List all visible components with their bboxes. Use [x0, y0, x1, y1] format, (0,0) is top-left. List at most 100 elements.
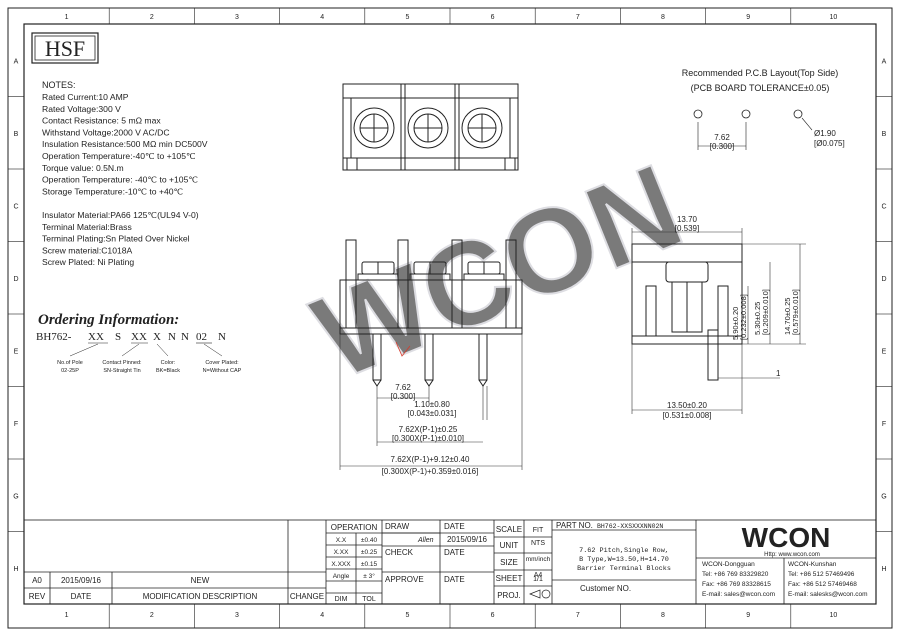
grid-col-top: 9 [746, 14, 750, 21]
screw-outer [353, 107, 395, 149]
pcb-pitch-in: [0.300] [710, 142, 734, 151]
note-line: Terminal Plating:Sn Plated Over Nickel [42, 234, 190, 244]
note-line: Rated Voltage:300 V [42, 104, 121, 114]
tol-value: ± 3° [363, 572, 375, 580]
grid-row-left: C [13, 203, 18, 210]
grid-col-bottom: 3 [235, 612, 239, 619]
pin-dim-in: [0.043±0.031] [408, 409, 457, 418]
scale-label: SCALE [496, 525, 522, 534]
grid-row-left: G [13, 493, 18, 500]
top-width-in: [0.539] [675, 224, 699, 233]
fit-label: FIT [533, 527, 544, 534]
pcb-holes [693, 109, 813, 150]
grid-col-bottom: 6 [491, 612, 495, 619]
unit-value: mm/inch [526, 556, 551, 563]
rev-label: REV [29, 592, 46, 601]
note-line: Withstand Voltage:2000 V AC/DC [42, 127, 170, 137]
check-date-label: DATE [444, 548, 465, 557]
h3-dim-in: [0.232±0.008] [739, 294, 748, 340]
order-code-part: N [168, 331, 176, 343]
tol-key: Angle [333, 573, 350, 580]
legend-sub: SN-Straight Tin [103, 368, 140, 374]
legend-sub: BK=Black [156, 368, 180, 374]
note-line: Operation Temperature:-40℃ to +105℃ [42, 151, 196, 161]
part-no: BH762-XXSXXXNN02N [597, 523, 663, 530]
tol-key: X.XX [334, 549, 349, 556]
note-line: Contact Resistance: 5 mΩ max [42, 116, 161, 126]
rev-value: A0 [32, 576, 42, 585]
grid-row-right: F [882, 421, 886, 428]
grid-row-left: A [14, 58, 19, 65]
date-label: DATE [71, 592, 92, 601]
grid-col-top: 5 [405, 14, 409, 21]
note-line: Storage Temperature:-10℃ to +40℃ [42, 186, 184, 196]
h2-dim: 14.70±0.25 [783, 298, 792, 335]
grid-col-bottom: 9 [746, 612, 750, 619]
grid-col-top: 1 [65, 14, 69, 21]
tol-value: ±0.25 [361, 549, 378, 556]
grid-col-top: 8 [661, 14, 665, 21]
order-code-part: X [153, 331, 161, 343]
tol-label: TOL [362, 596, 376, 603]
ordering-title: Ordering Information: [38, 312, 179, 328]
proj-label: PROJ. [497, 591, 521, 600]
base-width-in: [0.531±0.008] [663, 411, 712, 420]
dg-name: WCON-Dongguan [702, 561, 755, 568]
dg-tel: Tel: +86 769 83329820 [702, 571, 769, 578]
pcb-hole-in: [Ø0.075] [814, 139, 845, 148]
rev-date: 2015/09/16 [61, 576, 102, 585]
grid-row-left: E [14, 348, 19, 355]
note-line: Torque value: 0.5N.m [42, 163, 124, 173]
sheet-value: 1/1 [533, 576, 543, 583]
company-url[interactable]: Http: www.wcon.com [764, 552, 820, 558]
span2-dim-in: [0.300X(P-1)+0.359±0.016] [382, 467, 479, 476]
pcb-title: Recommended P.C.B Layout(Top Side) [682, 68, 838, 78]
front-pitch: 7.62 [395, 383, 411, 392]
draw-by: Allen [417, 537, 434, 544]
note-line: Terminal Material:Brass [42, 222, 132, 232]
note-line: Operation Temperature: -40℃ to +105℃ [42, 175, 198, 185]
span1-dim-in: [0.300X(P-1)±0.010] [392, 434, 464, 443]
grid-col-top: 3 [235, 14, 239, 21]
rev-desc: NEW [191, 576, 210, 585]
change-label: CHANGE [290, 592, 324, 601]
dg-mail[interactable]: E-mail: sales@wcon.com [702, 591, 775, 598]
order-code-part: BH762- [36, 331, 72, 343]
mod-label: MODIFICATION DESCRIPTION [143, 592, 258, 601]
draw-date: 2015/09/16 [447, 535, 488, 544]
description-line: Barrier Terminal Blocks [577, 565, 671, 573]
description-line: B Type,W=13.50,H=14.70 [579, 556, 669, 564]
side-dimensions [631, 228, 806, 414]
size-value: A4 [534, 572, 543, 579]
h1-dim: 5.30±0.25 [753, 302, 762, 335]
grid-row-left: H [13, 566, 18, 573]
grid-row-right: E [882, 348, 887, 355]
grid-row-right: G [881, 493, 886, 500]
legend-sub: N=Without CAP [203, 368, 242, 374]
operation-label: OPERATION [331, 523, 378, 532]
notes-title: NOTES: [42, 80, 76, 90]
note-line: Screw Plated: Ni Plating [42, 257, 134, 267]
grid-row-right: C [881, 203, 886, 210]
grid-col-top: 6 [491, 14, 495, 21]
screw-outer [461, 107, 503, 149]
pcb-hole: Ø1.90 [814, 129, 836, 138]
customer-no: Customer NO. [580, 584, 631, 593]
dg-fax: Fax: +86 769 83328615 [702, 581, 771, 588]
grid-col-top: 10 [830, 14, 838, 21]
ks-mail[interactable]: E-mail: salesks@wcon.com [788, 591, 868, 598]
grid-row-left: D [13, 276, 18, 283]
part-no-label: PART NO. [556, 521, 593, 530]
pin-dim: 1.10±0.80 [414, 400, 450, 409]
h3-dim: 5.90±0.20 [731, 307, 740, 340]
legend-label: Color: [161, 360, 176, 366]
approve-label: APPROVE [385, 575, 424, 584]
check-label: CHECK [385, 548, 414, 557]
base-width: 13.50±0.20 [667, 401, 708, 410]
front-pitch-in: [0.300] [391, 392, 415, 401]
